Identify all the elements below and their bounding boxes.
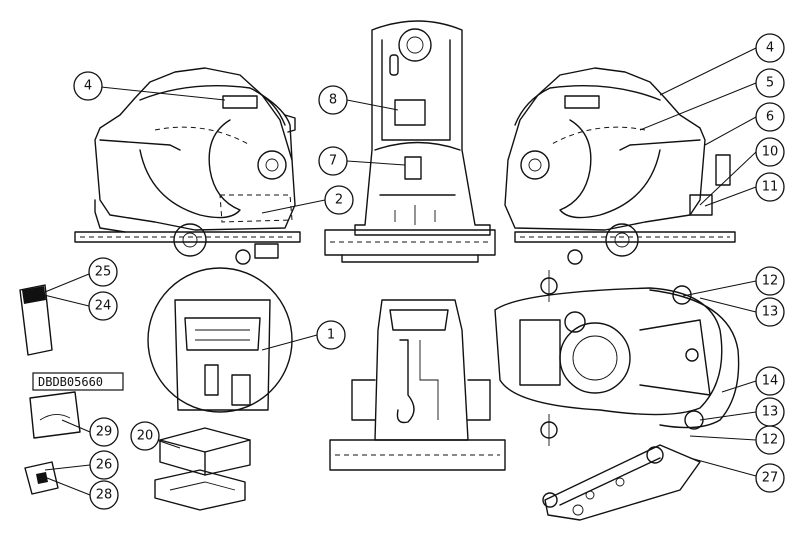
- callout-bubble: 10: [755, 137, 785, 167]
- svg-text:11: 11: [762, 180, 779, 195]
- squeegee-assembly: [542, 444, 701, 521]
- pad-stack: [154, 427, 251, 511]
- callout-bubble: 27: [755, 463, 785, 493]
- callout-bubble: 13: [755, 297, 785, 327]
- key-pack: [24, 461, 59, 495]
- callout-bubble: 13: [755, 397, 785, 427]
- callout-bubble: 26: [89, 450, 119, 480]
- svg-text:20: 20: [137, 429, 154, 444]
- svg-text:8: 8: [329, 93, 337, 108]
- callout-bubble: 4: [73, 71, 103, 101]
- svg-text:25: 25: [95, 265, 112, 280]
- callout-bubble: 5: [755, 68, 785, 98]
- callout-bubble: 24: [88, 291, 118, 321]
- front-view: [324, 20, 496, 263]
- svg-text:4: 4: [84, 79, 92, 94]
- svg-text:12: 12: [762, 274, 779, 289]
- callout-bubble: 7: [318, 146, 348, 176]
- callout-bubble: 11: [755, 172, 785, 202]
- callout-bubble: 6: [755, 102, 785, 132]
- svg-text:29: 29: [96, 425, 113, 440]
- svg-text:13: 13: [762, 405, 779, 420]
- callout-bubble: 28: [89, 480, 119, 510]
- leader-lines: [39, 47, 757, 496]
- manual-pouch: [19, 284, 53, 356]
- callout-bubble: 8: [318, 85, 348, 115]
- callout-bubble: 2: [324, 185, 354, 215]
- svg-text:24: 24: [95, 299, 112, 314]
- svg-text:7: 7: [329, 154, 337, 169]
- detail-circle-view: [147, 267, 293, 413]
- svg-text:28: 28: [96, 488, 113, 503]
- callout-bubble: 20: [130, 421, 160, 451]
- callouts: 1 2 4 4 5 6 7 8 10 11 12 12 13 13 14 20 …: [73, 33, 785, 510]
- svg-text:1: 1: [327, 328, 335, 343]
- rear-open-view: [329, 299, 506, 471]
- svg-text:13: 13: [762, 305, 779, 320]
- svg-text:27: 27: [762, 471, 779, 486]
- svg-text:14: 14: [762, 374, 779, 389]
- svg-text:10: 10: [762, 145, 779, 160]
- left-side-view: [74, 67, 301, 265]
- svg-text:6: 6: [766, 110, 774, 125]
- svg-text:26: 26: [96, 458, 113, 473]
- part-label-text: DBDB05660: [38, 375, 103, 389]
- svg-text:5: 5: [766, 76, 774, 91]
- svg-text:2: 2: [335, 193, 343, 208]
- cable-bag: [29, 391, 81, 439]
- svg-text:12: 12: [762, 433, 779, 448]
- svg-text:4: 4: [766, 41, 774, 56]
- callout-bubble: 12: [755, 266, 785, 296]
- callout-bubble: 4: [755, 33, 785, 63]
- callout-bubble: 14: [755, 366, 785, 396]
- callout-bubble: 29: [89, 417, 119, 447]
- part-label-box: DBDB05660: [32, 372, 124, 391]
- top-view: [494, 270, 740, 446]
- callout-bubble: 25: [88, 257, 118, 287]
- callout-bubble: 12: [755, 425, 785, 455]
- right-side-view: [504, 67, 736, 265]
- callout-bubble: 1: [316, 320, 346, 350]
